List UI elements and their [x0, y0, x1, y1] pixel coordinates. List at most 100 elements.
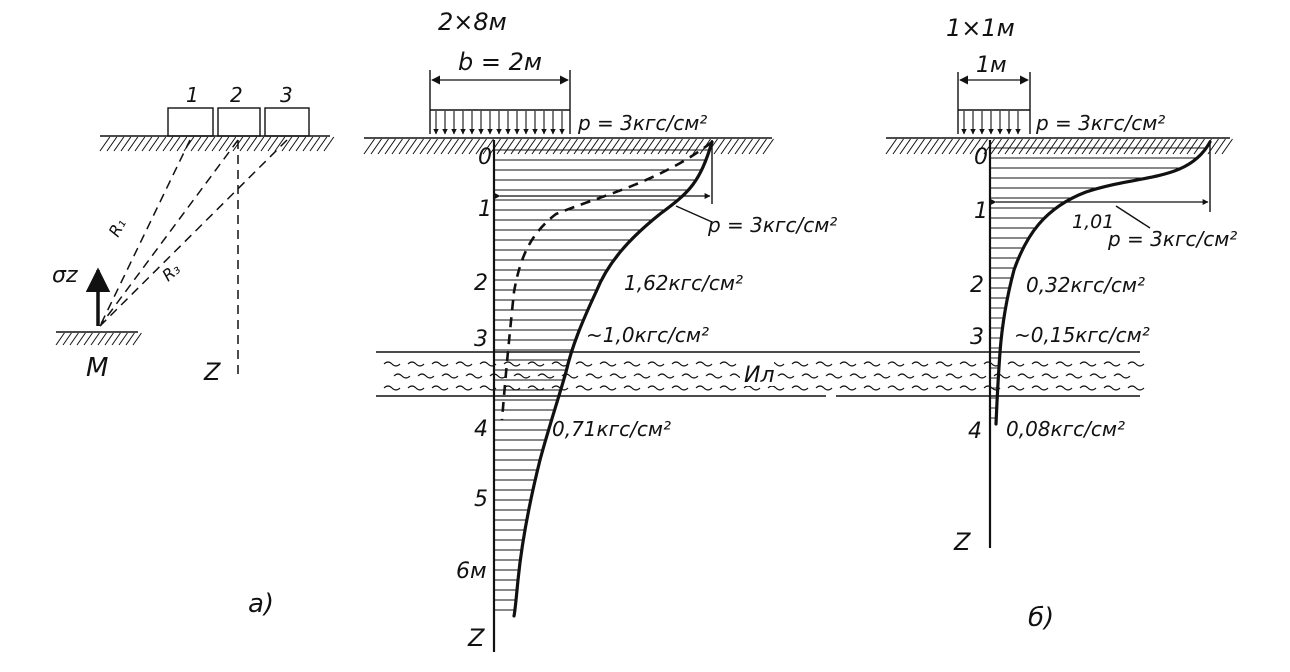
- silt-wave: [599, 385, 617, 391]
- hatch-stroke: [559, 138, 571, 155]
- silt-wave: [1103, 361, 1121, 367]
- hatch-stroke: [155, 136, 167, 152]
- hatch-stroke: [955, 138, 967, 155]
- hatch-stroke: [1053, 138, 1065, 155]
- left-stress-label-3m: ~1,0кгс/см²: [586, 323, 709, 347]
- left-depth-tick-5: 5: [474, 487, 488, 512]
- left-ground-hatching: [363, 138, 774, 155]
- silt-wave: [921, 373, 939, 379]
- hatch-stroke: [482, 138, 494, 155]
- hatch-stroke: [281, 136, 293, 152]
- hatch-stroke: [302, 136, 314, 152]
- hatch-stroke: [489, 138, 501, 155]
- left-stress-label-2m: 1,62кгс/см²: [624, 271, 743, 295]
- silt-wave: [575, 385, 593, 391]
- hatch-stroke: [1144, 138, 1156, 155]
- left-surface-stress-leader: [675, 205, 713, 223]
- hatch-stroke: [510, 138, 522, 155]
- silt-wave: [1065, 373, 1083, 379]
- left-depth-tick-0: 0: [478, 145, 492, 170]
- silt-wave: [897, 373, 915, 379]
- silt-wave: [1055, 385, 1073, 391]
- hatch-stroke: [622, 138, 634, 155]
- hatch-stroke: [885, 138, 897, 155]
- hatch-stroke: [587, 138, 599, 155]
- hatch-stroke: [309, 136, 321, 152]
- hatch-stroke: [1046, 138, 1058, 155]
- right-stress-curve: [994, 140, 1212, 426]
- silt-wave: [839, 385, 857, 391]
- hatch-stroke: [748, 138, 760, 155]
- hatch-stroke: [552, 138, 564, 155]
- hatch-stroke: [90, 332, 100, 346]
- silt-wave: [1055, 361, 1073, 367]
- hatch-stroke: [288, 136, 300, 152]
- silt-wave: [873, 373, 891, 379]
- silt-wave: [657, 373, 675, 379]
- hatch-stroke: [615, 138, 627, 155]
- hatch-stroke: [246, 136, 258, 152]
- hatch-stroke: [323, 136, 335, 152]
- silt-wave: [815, 361, 833, 367]
- ground-hatching-a: [99, 136, 335, 152]
- hatch-stroke: [419, 138, 431, 155]
- silt-wave: [969, 373, 987, 379]
- silt-wave: [503, 361, 521, 367]
- silt-wave: [431, 361, 449, 367]
- silt-layer: Ил: [376, 351, 1145, 397]
- right-depth-tick-3: 3: [970, 325, 984, 350]
- silt-wave: [1031, 385, 1049, 391]
- right-surface-stress-leader: [1115, 205, 1151, 229]
- hatch-stroke: [643, 138, 655, 155]
- silt-wave: [1127, 385, 1145, 391]
- left-width-label: b = 2м: [458, 48, 542, 76]
- ray-label-r3: R₃: [158, 259, 184, 285]
- hatch-stroke: [545, 138, 557, 155]
- ray-label-r1: R₁: [105, 215, 130, 239]
- hatch-stroke: [503, 138, 515, 155]
- silt-wave: [633, 373, 651, 379]
- hatch-stroke: [99, 136, 111, 152]
- right-surface-stress-label: p = 3кгс/см²: [1107, 227, 1237, 251]
- hatch-stroke: [148, 136, 160, 152]
- hatch-stroke: [913, 138, 925, 155]
- hatch-stroke: [1004, 138, 1016, 155]
- hatch-stroke: [169, 136, 181, 152]
- hatch-stroke: [475, 138, 487, 155]
- silt-wave: [1007, 361, 1025, 367]
- hatch-stroke: [1025, 138, 1037, 155]
- panel-right: 1×1м 1м p = 3кгс/см² 1,01 p = 3кгс/см² 0…: [885, 14, 1237, 633]
- hatch-stroke: [920, 138, 932, 155]
- hatch-stroke: [1123, 138, 1135, 155]
- silt-wave: [1079, 361, 1097, 367]
- silt-wave: [801, 373, 819, 379]
- silt-wave: [695, 361, 713, 367]
- silt-wave: [887, 361, 905, 367]
- right-depth-tick-2: 2: [970, 273, 984, 298]
- left-stress-curve: [512, 140, 714, 618]
- hatch-stroke: [83, 332, 93, 346]
- hatch-stroke: [274, 136, 286, 152]
- hatch-stroke: [720, 138, 732, 155]
- right-axis-label-z: Z: [953, 528, 971, 556]
- silt-wave: [719, 361, 737, 367]
- hatch-stroke: [134, 136, 146, 152]
- silt-wave: [647, 361, 665, 367]
- silt-wave: [513, 373, 531, 379]
- silt-wave: [417, 373, 435, 379]
- hatch-stroke: [1193, 138, 1205, 155]
- hatch-stroke: [433, 138, 445, 155]
- left-stress-curve-dashed: [500, 140, 713, 421]
- silt-wave: [609, 373, 627, 379]
- hatch-stroke: [1179, 138, 1191, 155]
- caption-b: б): [1028, 603, 1054, 633]
- left-load-arrows: [433, 111, 565, 135]
- silt-wave: [1113, 373, 1131, 379]
- silt-label: Ил: [744, 363, 775, 388]
- hatch-stroke: [734, 138, 746, 155]
- silt-wave: [825, 373, 843, 379]
- hatch-stroke: [727, 138, 739, 155]
- hatch-stroke: [253, 136, 265, 152]
- silt-wave: [863, 385, 881, 391]
- hatch-stroke: [1011, 138, 1023, 155]
